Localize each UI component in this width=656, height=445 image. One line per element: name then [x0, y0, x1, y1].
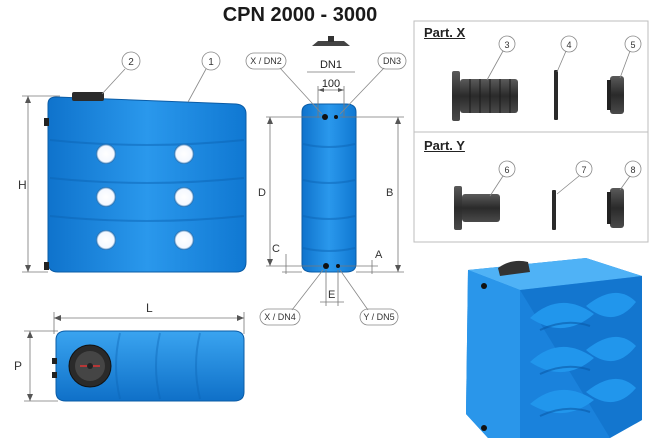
- callout-ydn5: [339, 269, 399, 326]
- front-view-tank: [44, 92, 247, 273]
- callout-8-label: 8: [630, 165, 635, 175]
- part-3-pipe: [452, 71, 518, 121]
- dim-h-label: H: [18, 178, 27, 192]
- dimension-d: [266, 116, 322, 267]
- callout-ydn5-label: Y / DN5: [363, 312, 394, 322]
- callout-xdn2-label: X / DN2: [250, 56, 282, 66]
- callout-7: [556, 160, 593, 195]
- callout-4: [556, 35, 578, 73]
- callout-dn3: [339, 52, 407, 115]
- callout-8: [619, 160, 642, 191]
- callout-4-label: 4: [566, 40, 571, 50]
- part-6-pipe: [454, 186, 500, 230]
- dimension-e: [320, 270, 344, 306]
- dim-e-label: E: [328, 289, 335, 301]
- part-8-nut: [607, 188, 624, 228]
- iso-view-tank: [466, 258, 642, 438]
- front-hole: [96, 230, 116, 250]
- front-hole: [96, 187, 116, 207]
- drawing-title: CPN 2000 - 3000: [222, 4, 378, 26]
- dimension-h: [22, 95, 60, 273]
- callout-1: [187, 51, 221, 103]
- callout-3-label: 3: [504, 40, 509, 50]
- part-x-label: Part. X: [424, 25, 466, 40]
- callout-xdn2: [245, 52, 323, 115]
- top-view-tank: [52, 330, 245, 402]
- callout-7-label: 7: [581, 165, 586, 175]
- dim-d-label: D: [258, 187, 266, 199]
- callout-6: [489, 160, 516, 197]
- dimension-b: [340, 116, 404, 273]
- part-5-nut: [607, 76, 624, 114]
- callout-6-label: 6: [504, 165, 509, 175]
- part-y-label: Part. Y: [424, 138, 465, 153]
- dimension-c: [282, 254, 302, 274]
- callout-2-label: 2: [128, 57, 134, 68]
- top-cap: [312, 36, 350, 46]
- front-hole: [174, 187, 194, 207]
- callout-1-label: 1: [208, 57, 214, 68]
- dim-l-label: L: [146, 301, 153, 315]
- callout-5-label: 5: [630, 40, 635, 50]
- callout-dn3-label: DN3: [383, 56, 401, 66]
- callout-3: [486, 35, 516, 81]
- front-lid: [72, 92, 104, 101]
- dim-p-label: P: [14, 359, 22, 373]
- dimension-dn1: [307, 71, 355, 118]
- front-hole: [174, 144, 194, 164]
- side-view-tank: [301, 103, 357, 273]
- front-hole: [174, 230, 194, 250]
- dimension-a: [340, 260, 378, 274]
- callout-xdn4: [259, 269, 324, 326]
- dim-100-label: 100: [322, 78, 340, 90]
- dimension-p: [24, 330, 58, 402]
- callout-2: [101, 51, 141, 95]
- callout-5: [619, 35, 642, 79]
- part-7-gasket: [552, 190, 556, 230]
- part-4-gasket: [554, 70, 558, 120]
- dim-a-label: A: [375, 249, 383, 261]
- dim-dn1-label: DN1: [320, 59, 342, 71]
- dim-b-label: B: [386, 187, 393, 199]
- front-hole: [96, 144, 116, 164]
- callout-xdn4-label: X / DN4: [264, 312, 296, 322]
- dimension-l: [53, 312, 245, 334]
- dim-c-label: C: [272, 243, 280, 255]
